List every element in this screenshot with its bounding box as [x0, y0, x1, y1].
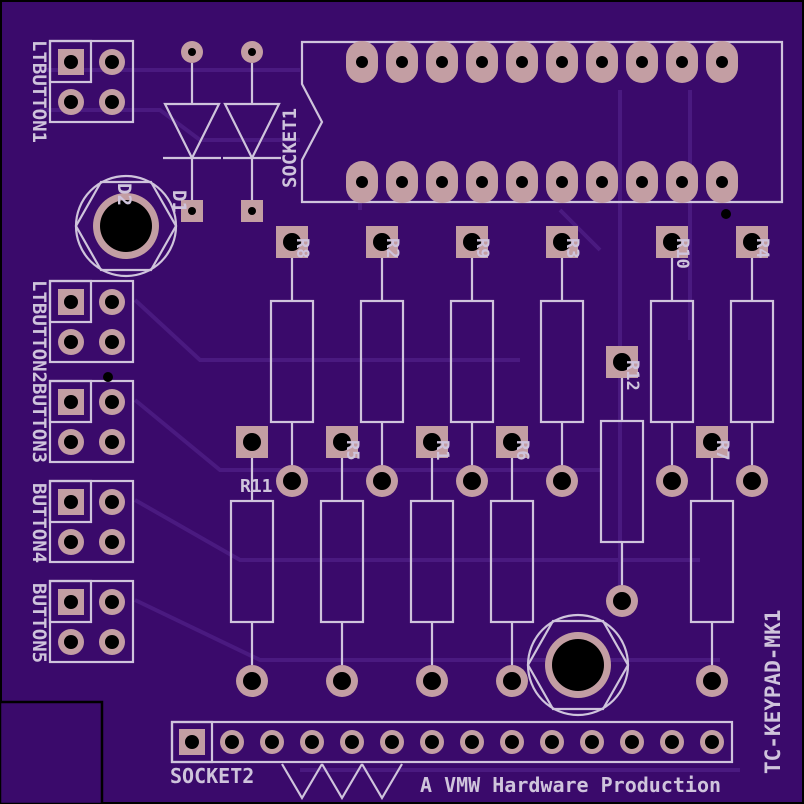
- board-name: TC-KEYPAD-MK1: [761, 610, 785, 774]
- label-r3: R3: [562, 238, 582, 258]
- resistor-r10: [649, 226, 695, 497]
- resistor-r9: [449, 226, 495, 497]
- resistor-r7: [689, 426, 735, 697]
- socket1-pins-bottom: [346, 161, 738, 203]
- resistor-r8: [269, 226, 315, 497]
- socket1: [300, 40, 784, 204]
- resistor-r5: [319, 426, 365, 697]
- resistor-r1: [409, 426, 455, 697]
- header-button4: [48, 479, 135, 564]
- via: [721, 209, 731, 219]
- label-r8: R8: [292, 238, 312, 258]
- label-r5: R5: [342, 440, 362, 460]
- mounting-hole-top-left: [74, 174, 178, 278]
- label-d1: D1: [168, 190, 190, 213]
- resistor-r3: [539, 226, 585, 497]
- mounting-hole-bottom: [526, 613, 630, 717]
- label-socket2: SOCKET2: [170, 764, 254, 788]
- label-r2: R2: [382, 238, 402, 258]
- label-r12: R12: [622, 360, 642, 391]
- resistor-r2: [359, 226, 405, 497]
- label-button3: BUTTON3: [28, 383, 50, 463]
- resistor-r11: [229, 426, 275, 697]
- label-r11: R11: [240, 476, 273, 497]
- diode-d2: [223, 41, 281, 222]
- label-r10: R10: [672, 238, 692, 269]
- socket1-pins-top: [346, 41, 738, 83]
- label-r1: R1: [432, 440, 452, 460]
- label-ltbutton2: LTBUTTON2: [28, 280, 50, 383]
- resistor-r12: [599, 346, 645, 617]
- via: [103, 372, 113, 382]
- label-r4: R4: [752, 238, 772, 258]
- board-cutout: [0, 700, 104, 804]
- header-ltbutton1: [48, 39, 135, 124]
- header-ltbutton2: [48, 279, 135, 364]
- label-r6: R6: [512, 440, 532, 460]
- socket2: [170, 720, 734, 764]
- label-button4: BUTTON4: [28, 483, 50, 563]
- header-button5: [48, 579, 135, 664]
- orientation-marks: [281, 763, 403, 801]
- label-d2: D2: [113, 183, 135, 206]
- label-socket1: SOCKET1: [279, 108, 301, 188]
- diode-d1: [163, 41, 221, 222]
- label-r9: R9: [472, 238, 492, 258]
- resistor-r4: [729, 226, 775, 497]
- credit-text: A VMW Hardware Production: [420, 773, 721, 797]
- label-r7: R7: [712, 440, 732, 460]
- header-button3: [48, 379, 135, 464]
- label-ltbutton1: LTBUTTON1: [28, 40, 50, 143]
- label-button5: BUTTON5: [28, 583, 50, 663]
- resistor-r6: [489, 426, 535, 697]
